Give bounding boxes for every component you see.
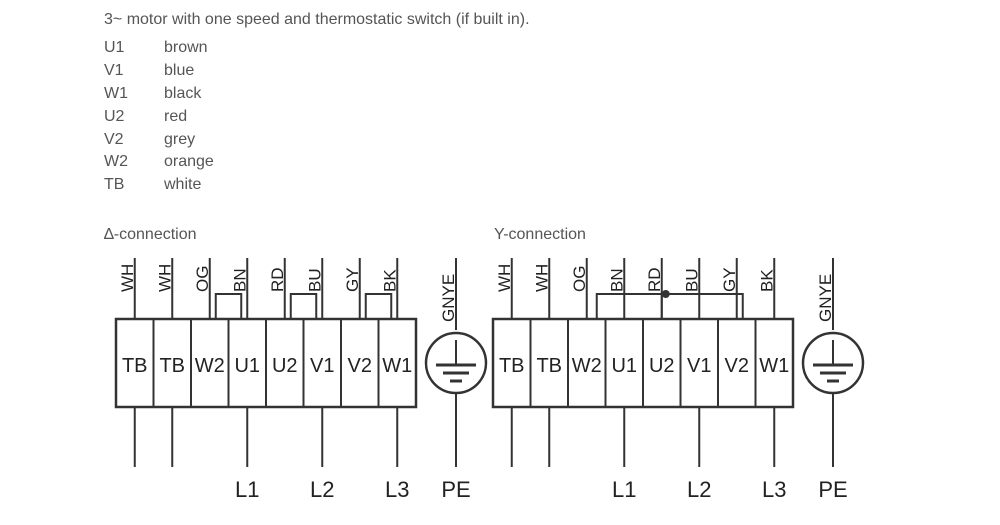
terminal-label-v1: V1 bbox=[310, 355, 334, 377]
terminal-label-w1: W1 bbox=[759, 355, 789, 377]
wire-color-legend: U1 brown V1 blue W1 black U2 red V2 grey W2 or… bbox=[104, 37, 214, 197]
terminal-label-w2: W2 bbox=[572, 355, 602, 377]
wire-label-bu: BU bbox=[305, 268, 324, 292]
line-label-pe: PE bbox=[441, 477, 470, 502]
terminal-label-tb: TB bbox=[536, 355, 562, 377]
terminal-label-v1: V1 bbox=[687, 355, 711, 377]
delta-bridge bbox=[214, 293, 243, 319]
delta-connection-title: ∆-connection bbox=[104, 226, 197, 243]
legend-color: red bbox=[164, 107, 188, 125]
wire-label-wh: WH bbox=[155, 264, 174, 292]
legend-code: U1 bbox=[104, 39, 125, 57]
wire-label-rd: RD bbox=[645, 267, 664, 292]
terminal-label-u2: U2 bbox=[649, 355, 675, 377]
ground-wire-label: GNYE bbox=[816, 274, 835, 322]
wire-label-bn: BN bbox=[607, 268, 626, 292]
wire-label-bk: BK bbox=[380, 269, 399, 292]
legend-color: brown bbox=[164, 39, 208, 57]
legend-row: U1 brown bbox=[104, 37, 214, 60]
legend-color: white bbox=[164, 176, 202, 194]
legend-code: W2 bbox=[104, 153, 128, 171]
terminal-label-u1: U1 bbox=[234, 355, 260, 377]
legend-row: U2 red bbox=[104, 105, 214, 128]
delta-connection-diagram: TB TB W2 U1 U2 V1 V2 W1 WH WH OG BN RD BU GY BK L1 L2 L3 GN… bbox=[114, 258, 488, 502]
terminal-label-v2: V2 bbox=[348, 355, 372, 377]
wire-label-gy: GY bbox=[343, 267, 362, 292]
terminal-label-tb: TB bbox=[499, 355, 525, 377]
legend-row: V1 blue bbox=[104, 60, 214, 83]
line-label-pe: PE bbox=[818, 477, 847, 502]
line-label-l2: L2 bbox=[310, 477, 334, 502]
terminal-label-tb: TB bbox=[159, 355, 185, 377]
terminal-label-u2: U2 bbox=[272, 355, 298, 377]
legend-code: V1 bbox=[104, 62, 124, 80]
terminal-label-u1: U1 bbox=[611, 355, 637, 377]
line-label-l3: L3 bbox=[762, 477, 786, 502]
line-label-l1: L1 bbox=[235, 477, 259, 502]
star-point-dot bbox=[661, 290, 670, 298]
wire-label-wh: WH bbox=[532, 264, 551, 292]
legend-color: black bbox=[164, 84, 202, 102]
wire-label-rd: RD bbox=[268, 267, 287, 292]
star-connection-diagram: TB TB W2 U1 U2 V1 V2 W1 WH WH OG BN RD BU GY BK L1 L2 L3 GN… bbox=[491, 258, 865, 502]
line-label-l2: L2 bbox=[687, 477, 711, 502]
delta-bridge bbox=[289, 293, 318, 319]
legend-row: TB white bbox=[104, 174, 214, 197]
wire-label-og: OG bbox=[570, 266, 589, 292]
star-connection-title: Y-connection bbox=[494, 226, 586, 243]
line-label-l1: L1 bbox=[612, 477, 636, 502]
delta-bridge bbox=[364, 293, 393, 319]
ground-wire-label: GNYE bbox=[439, 274, 458, 322]
wire-label-og: OG bbox=[193, 266, 212, 292]
star-bridge bbox=[595, 293, 744, 319]
terminal-label-w2: W2 bbox=[195, 355, 225, 377]
terminal-label-v2: V2 bbox=[725, 355, 749, 377]
legend-color: orange bbox=[164, 153, 214, 171]
legend-code: TB bbox=[104, 176, 125, 194]
terminal-label-w1: W1 bbox=[382, 355, 412, 377]
wire-label-wh: WH bbox=[118, 264, 137, 292]
legend-color: blue bbox=[164, 62, 195, 80]
wire-label-wh: WH bbox=[495, 264, 514, 292]
line-label-l3: L3 bbox=[385, 477, 409, 502]
wire-label-bu: BU bbox=[682, 268, 701, 292]
wire-label-bn: BN bbox=[230, 268, 249, 292]
wire-label-bk: BK bbox=[757, 269, 776, 292]
legend-code: V2 bbox=[104, 130, 124, 148]
legend-row: W2 orange bbox=[104, 151, 214, 174]
legend-row: W1 black bbox=[104, 83, 214, 106]
legend-code: W1 bbox=[104, 84, 128, 102]
terminal-label-tb: TB bbox=[122, 355, 148, 377]
diagram-title: 3~ motor with one speed and thermostatic… bbox=[104, 11, 530, 28]
legend-code: U2 bbox=[104, 107, 125, 125]
legend-row: V2 grey bbox=[104, 128, 214, 151]
legend-color: grey bbox=[164, 130, 196, 148]
wire-label-gy: GY bbox=[720, 267, 739, 292]
